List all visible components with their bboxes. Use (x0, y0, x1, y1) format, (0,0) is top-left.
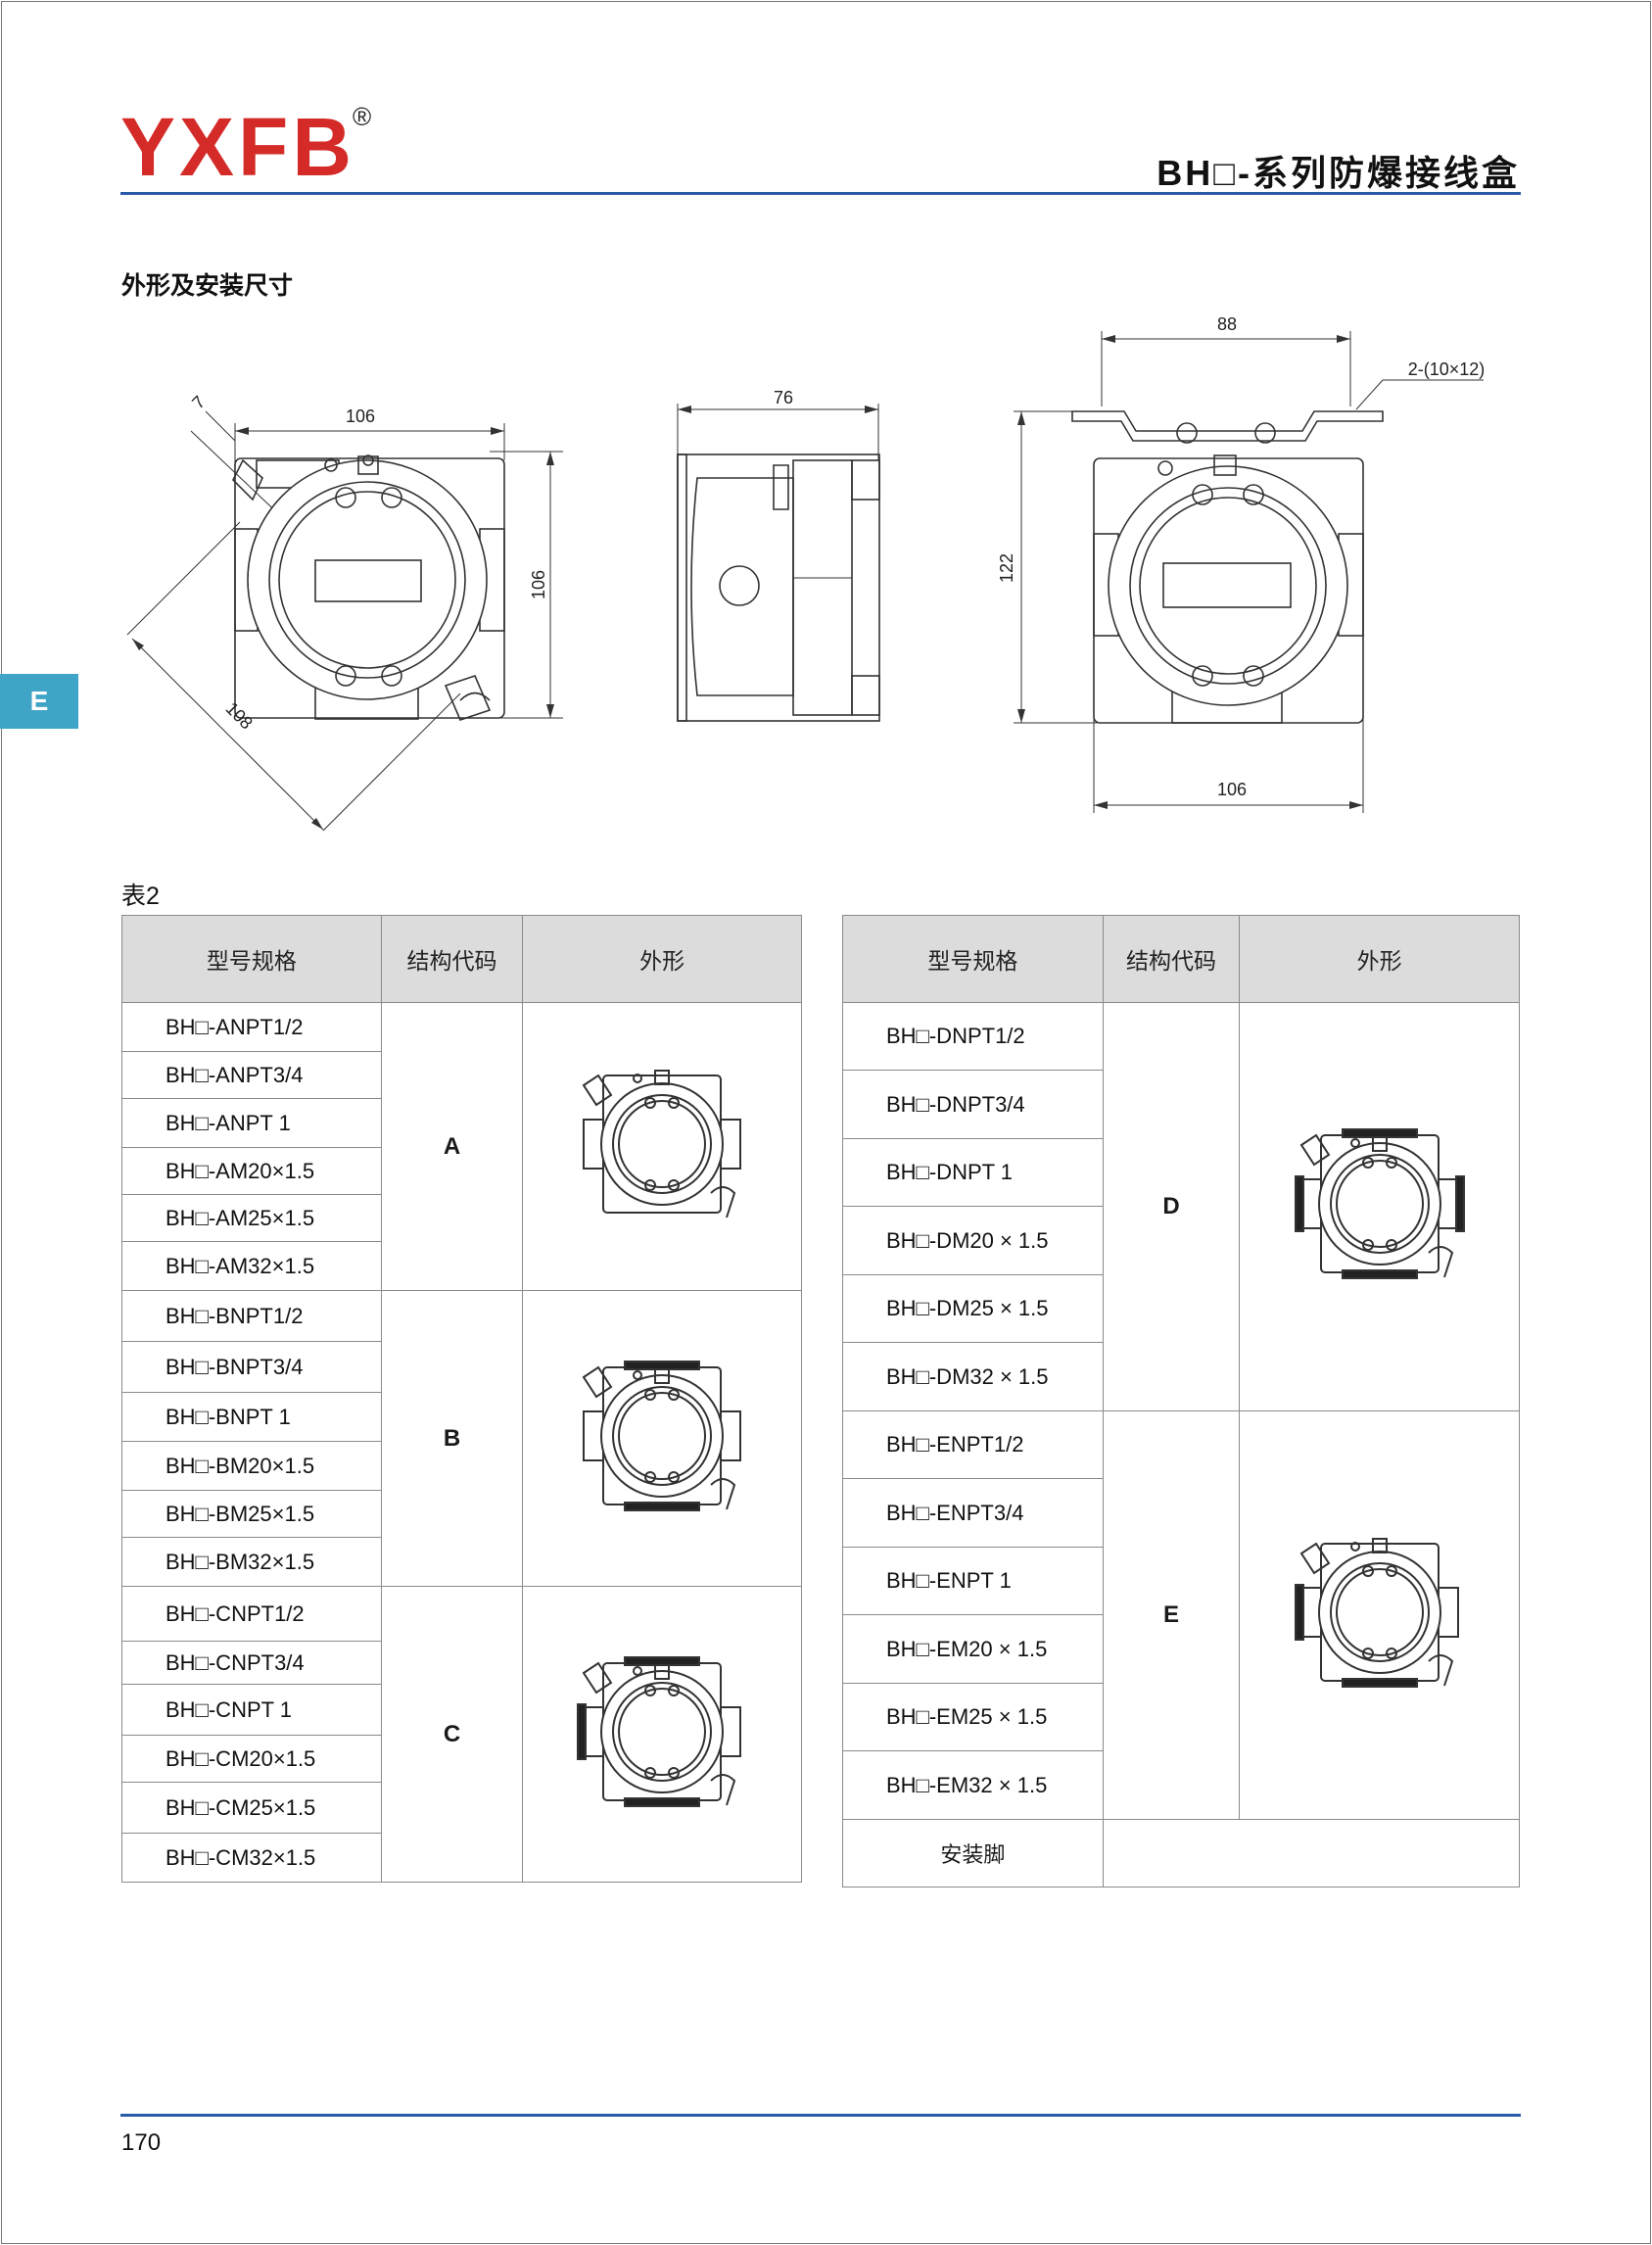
junction-box-a-icon (582, 1069, 742, 1218)
header-shape: 外形 (1239, 915, 1520, 1003)
model-cell: BH□-EM20 × 1.5 (842, 1614, 1104, 1684)
shape-cell-e (1239, 1410, 1520, 1820)
side-view-drawing (677, 404, 880, 722)
mount-view-drawing (1014, 331, 1484, 813)
model-cell: BH□-DM32 × 1.5 (842, 1342, 1104, 1411)
junction-box-d-icon (1294, 1128, 1465, 1279)
header-code: 结构代码 (380, 915, 524, 1003)
model-cell: BH□-ENPT1/2 (842, 1410, 1104, 1479)
model-cell: BH□-BM32×1.5 (121, 1537, 382, 1587)
model-cell: BH□-DNPT1/2 (842, 1002, 1104, 1071)
junction-box-b-icon (582, 1360, 742, 1511)
dimension-drawings: 106 106 108 7 76 (126, 314, 1486, 832)
structure-code-b: B (380, 1290, 524, 1587)
left-spec-table: 型号规格 结构代码 外形 BH□-ANPT1/2 A (121, 915, 802, 1883)
model-cell: BH□-ANPT3/4 (121, 1051, 382, 1099)
junction-box-c-icon (577, 1655, 742, 1807)
model-cell: BH□-DM20 × 1.5 (842, 1206, 1104, 1275)
model-cell: BH□-DNPT3/4 (842, 1070, 1104, 1139)
footer-rule (120, 2114, 1521, 2117)
header-rule (120, 192, 1521, 195)
model-cell: BH□-CNPT1/2 (121, 1586, 382, 1642)
model-cell: BH□-BNPT1/2 (121, 1290, 382, 1342)
mount-slot-dimension: 2-(10×12) (1408, 359, 1486, 379)
model-cell: BH□-BM25×1.5 (121, 1490, 382, 1538)
model-cell: BH□-CM25×1.5 (121, 1782, 382, 1834)
registered-mark: ® (353, 102, 372, 131)
model-cell: BH□-DM25 × 1.5 (842, 1274, 1104, 1343)
front-width-dimension: 106 (346, 406, 375, 426)
model-cell: BH□-ANPT 1 (121, 1098, 382, 1148)
front-offset-dimension: 7 (188, 392, 209, 412)
model-cell: BH□-AM20×1.5 (121, 1147, 382, 1195)
model-cell: BH□-AM32×1.5 (121, 1241, 382, 1291)
model-cell: BH□-DNPT 1 (842, 1138, 1104, 1207)
front-view-drawing (126, 410, 563, 832)
shape-cell-b (522, 1290, 802, 1587)
structure-code-a: A (380, 1002, 524, 1291)
header-code: 结构代码 (1102, 915, 1241, 1003)
table-label: 表2 (121, 883, 160, 910)
model-cell: BH□-CNPT3/4 (121, 1641, 382, 1685)
brand-logo: YXFB (120, 101, 356, 193)
model-cell: BH□-ENPT 1 (842, 1547, 1104, 1615)
shape-cell-a (522, 1002, 802, 1291)
header-model: 型号规格 (121, 915, 382, 1003)
model-cell: BH□-BNPT3/4 (121, 1341, 382, 1393)
section-title: 外形及安装尺寸 (121, 272, 294, 300)
model-cell: BH□-CNPT 1 (121, 1684, 382, 1736)
mounting-foot-empty-cell (1102, 1819, 1521, 1887)
side-tab[interactable]: E (0, 674, 78, 729)
shape-cell-c (522, 1586, 802, 1883)
structure-code-d: D (1102, 1002, 1241, 1411)
front-height-dimension: 106 (529, 570, 548, 599)
mount-foot-span-dimension: 88 (1217, 314, 1237, 334)
model-cell: BH□-AM25×1.5 (121, 1194, 382, 1242)
right-spec-table: 型号规格 结构代码 外形 BH□-DNPT1/2 D (842, 915, 1521, 1887)
model-cell: BH□-ENPT3/4 (842, 1478, 1104, 1548)
front-diagonal-dimension: 108 (222, 698, 257, 733)
model-cell: BH□-BM20×1.5 (121, 1441, 382, 1491)
side-depth-dimension: 76 (774, 388, 793, 407)
page-title: BH□-系列防爆接线盒 (1156, 153, 1520, 193)
model-cell: BH□-CM20×1.5 (121, 1735, 382, 1783)
shape-cell-d (1239, 1002, 1520, 1411)
junction-box-e-icon (1294, 1538, 1459, 1688)
header-shape: 外形 (522, 915, 802, 1003)
model-cell: BH□-ANPT1/2 (121, 1002, 382, 1052)
mount-height-dimension: 122 (997, 553, 1016, 583)
model-cell: BH□-BNPT 1 (121, 1392, 382, 1442)
structure-code-e: E (1102, 1410, 1241, 1820)
header-model: 型号规格 (842, 915, 1104, 1003)
model-cell: BH□-EM25 × 1.5 (842, 1683, 1104, 1751)
mount-width-dimension: 106 (1217, 780, 1247, 799)
page-number: 170 (121, 2129, 162, 2156)
model-cell: BH□-CM32×1.5 (121, 1833, 382, 1883)
mounting-foot-cell: 安装脚 (842, 1819, 1104, 1887)
structure-code-c: C (380, 1586, 524, 1883)
model-cell: BH□-EM32 × 1.5 (842, 1750, 1104, 1820)
